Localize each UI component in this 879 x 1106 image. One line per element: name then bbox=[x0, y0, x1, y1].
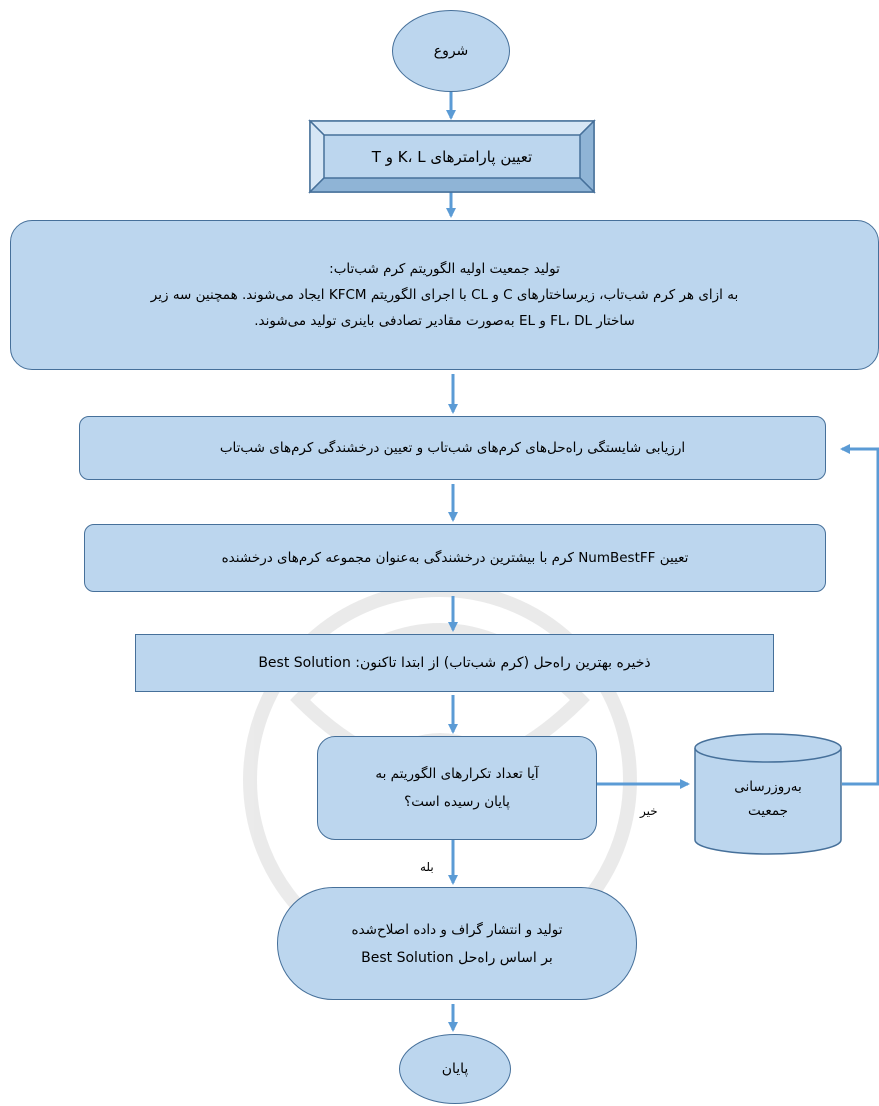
start-label: شروع bbox=[433, 43, 469, 59]
init-line-1: به ازای هر کرم شب‌تاب، زیرساختارهای C و … bbox=[150, 287, 739, 303]
init-population-process: تولید جمعیت اولیه الگوریتم کرم شب‌تاب: ب… bbox=[10, 220, 879, 370]
select-best-process: تعیین NumBestFF کرم با بیشترین درخشندگی … bbox=[84, 524, 826, 592]
publish-graph-process: تولید و انتشار گراف و داده اصلاح‌شده بر … bbox=[277, 887, 637, 1000]
publish-line-2: بر اساس راه‌حل Best Solution bbox=[361, 949, 553, 966]
end-terminal: پایان bbox=[399, 1034, 511, 1104]
decision-line-1: آیا تعداد تکرارهای الگوریتم به bbox=[375, 766, 539, 782]
start-terminal: شروع bbox=[392, 10, 510, 92]
init-line-2: ساختار FL، DL و EL به‌صورت مقادیر تصادفی… bbox=[254, 313, 635, 329]
save-best-solution-label: ذخیره بهترین راه‌حل (کرم شب‌تاب) از ابتد… bbox=[258, 655, 651, 671]
termination-decision: آیا تعداد تکرارهای الگوریتم به پایان رسی… bbox=[317, 736, 597, 840]
publish-line-1: تولید و انتشار گراف و داده اصلاح‌شده bbox=[351, 921, 563, 938]
arrow-update-loop-back bbox=[840, 444, 879, 786]
edge-label-no: خیر bbox=[640, 804, 658, 818]
params-bevel bbox=[308, 119, 596, 194]
init-title: تولید جمعیت اولیه الگوریتم کرم شب‌تاب: bbox=[329, 261, 560, 277]
evaluate-process: ارزیابی شایستگی راه‌حل‌های کرم‌های شب‌تا… bbox=[79, 416, 826, 480]
update-cylinder bbox=[694, 733, 842, 855]
evaluate-label: ارزیابی شایستگی راه‌حل‌های کرم‌های شب‌تا… bbox=[219, 440, 686, 456]
end-label: پایان bbox=[441, 1061, 469, 1077]
edge-label-yes: بله bbox=[420, 860, 434, 874]
update-line-1: به‌روزرسانی bbox=[734, 779, 802, 795]
update-line-2: جمعیت bbox=[748, 803, 788, 819]
update-population-store: به‌روزرسانی جمعیت bbox=[695, 764, 841, 834]
params-process: تعیین پارامترهای K، L و T bbox=[324, 135, 580, 178]
save-best-solution-process: ذخیره بهترین راه‌حل (کرم شب‌تاب) از ابتد… bbox=[135, 634, 774, 692]
params-label: تعیین پارامترهای K، L و T bbox=[371, 147, 533, 166]
select-best-label: تعیین NumBestFF کرم با بیشترین درخشندگی … bbox=[221, 550, 689, 566]
decision-line-2: پایان رسیده است؟ bbox=[404, 794, 510, 810]
